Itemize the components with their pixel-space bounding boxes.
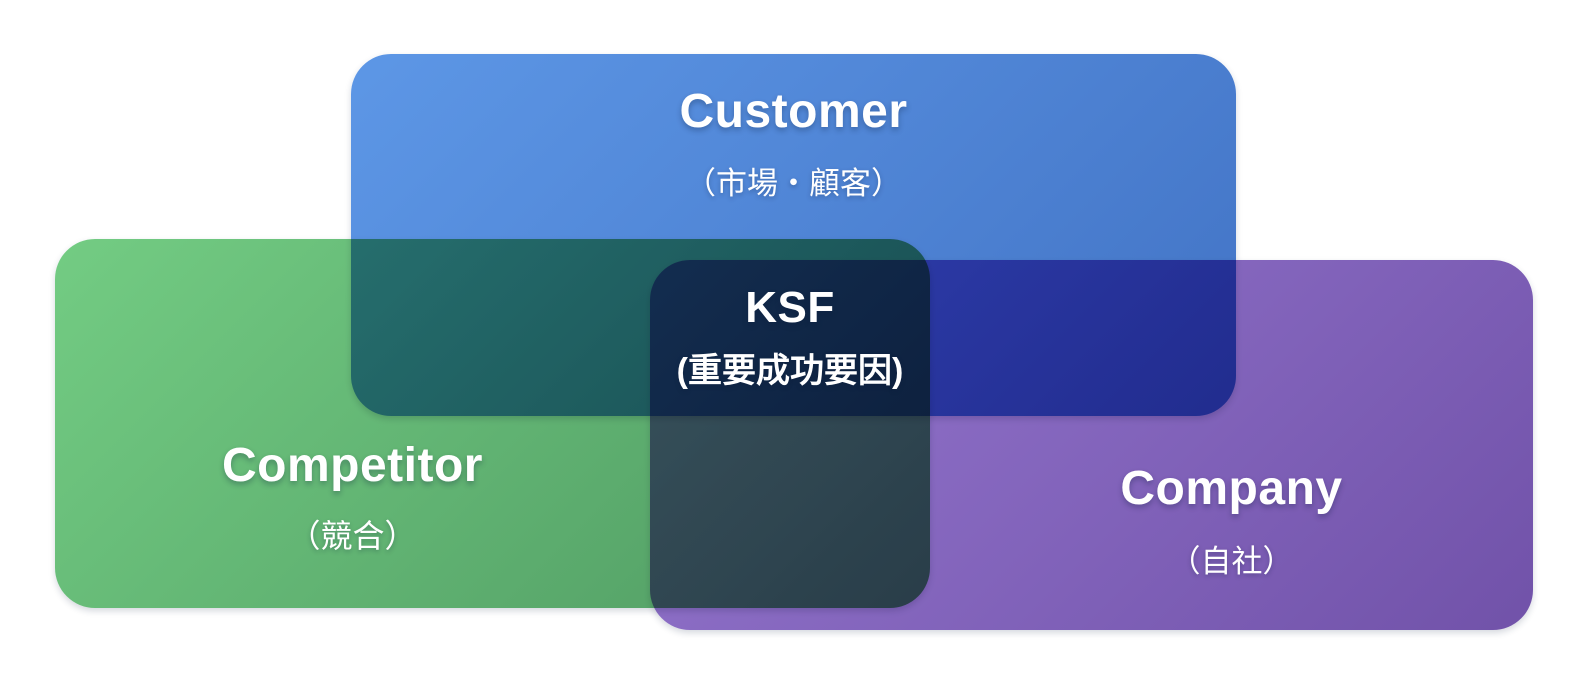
company-rectangle (650, 260, 1533, 630)
